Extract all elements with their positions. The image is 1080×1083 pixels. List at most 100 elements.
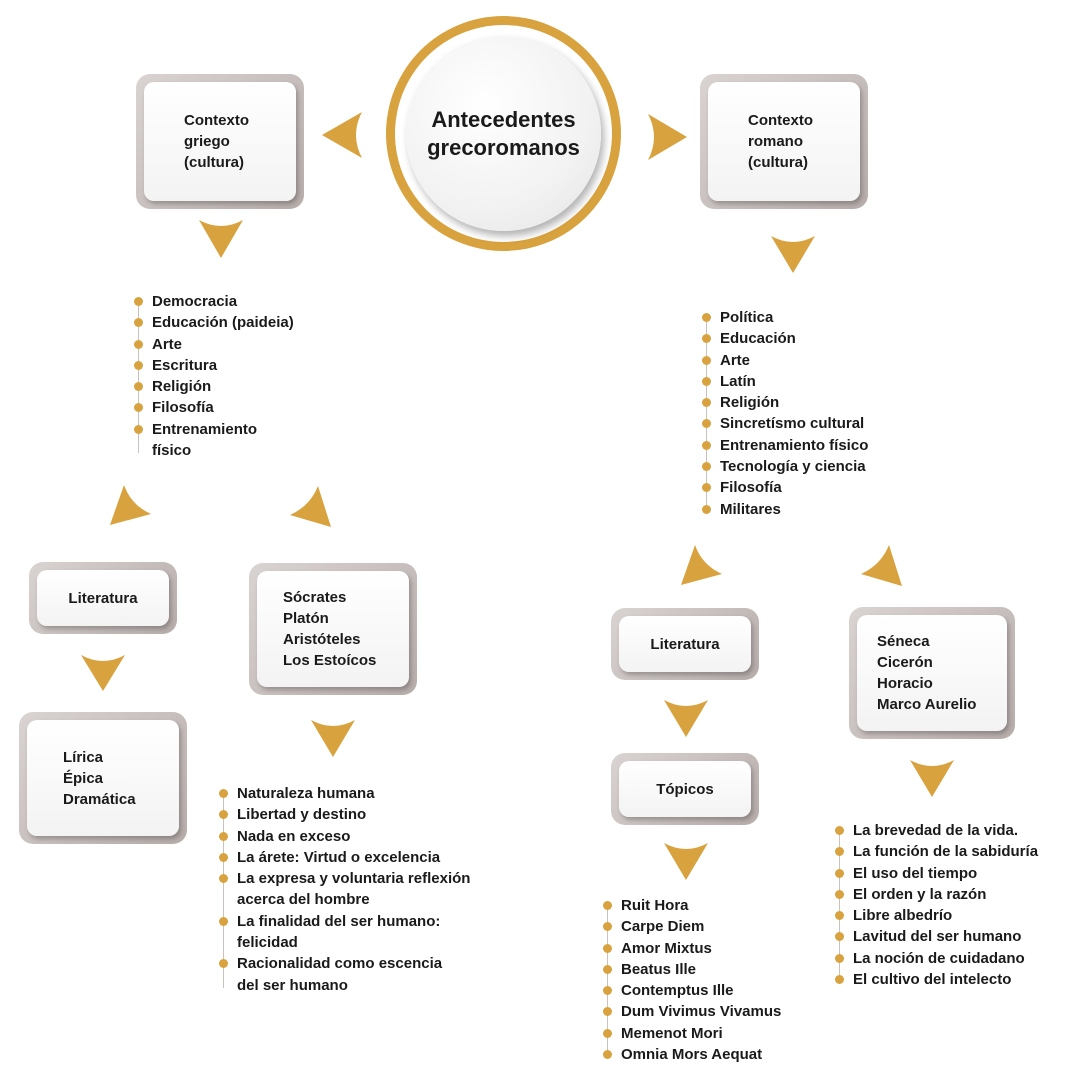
list-item: El cultivo del intelecto [835,969,1038,990]
bullet-dot-icon [219,852,228,862]
list-item-text: Sincretísmo cultural [720,415,865,433]
bullet-dot-icon [134,403,143,413]
list-item: Arte [702,350,868,371]
list-item-text: Religión [720,394,780,412]
list-item-text: acerca del hombre [237,891,370,909]
bullet-dot-icon [603,986,612,996]
list-item: Contemptus Ille [603,980,781,1001]
bullet-dot-icon [134,424,143,434]
list-item: Política [702,307,868,328]
list-item: Entrenamiento físico [702,435,868,456]
list-item-text: Religión [152,378,212,396]
list-item: Militares [702,499,868,520]
genre-name: Dramática [63,790,136,808]
list-item: Filosofía [702,477,868,498]
bullet-dot-icon [702,355,711,365]
bullet-dot-icon [603,964,612,974]
bullet-dot-icon [603,922,612,932]
arrow-down-icon [910,760,954,797]
list-item-text: La árete: Virtud o excelencia [237,848,441,866]
list-item: Escritura [134,355,294,376]
list-item: Dum Vivimus Vivamus [603,1001,781,1022]
arrow-left-icon [322,112,362,158]
list-item-text: Política [720,309,774,326]
greek-philosophy-topics-list: Naturaleza humana Libertad y destino Nad… [219,783,470,996]
list-item-text: Contemptus Ille [621,982,734,1000]
greek-context-box: Contexto griego (cultura) [136,74,304,209]
list-item: Beatus Ille [603,959,781,980]
list-item: Religión [702,392,868,413]
list-item-text: La brevedad de la vida. [853,822,1019,839]
topicos-list: Ruit Hora Carpe Diem Amor Mixtus Beatus … [603,895,781,1065]
arrow-down-right-icon [290,486,331,527]
bullet-dot-icon [702,504,711,514]
arrow-down-icon [199,220,243,258]
bullet-dot-icon [603,901,612,910]
list-item-text: La finalidad del ser humano: [237,912,441,930]
philosopher-name: Horacio [877,675,933,692]
roman-philosophers-box: Séneca Cicerón Horacio Marco Aurelio [849,607,1015,739]
roman-literatura-box: Literatura [611,608,759,680]
arrow-down-icon [771,236,815,273]
bullet-dot-icon [702,462,711,472]
list-item: Nada en exceso [219,826,470,847]
list-item: Memenot Mori [603,1023,781,1044]
list-item: El uso del tiempo [835,863,1038,884]
list-item: La expresa y voluntaria reflexión acerca … [219,868,470,911]
list-item-text: Arte [720,351,751,369]
bullet-dot-icon [134,318,143,328]
list-item: Libertad y destino [219,804,470,825]
list-item: La brevedad de la vida. [835,820,1038,841]
list-item-text: La expresa y voluntaria reflexión [237,870,471,888]
list-item-text: El uso del tiempo [853,864,978,882]
list-item-text: Educación (paideia) [152,314,294,332]
roman-context-line: (cultura) [748,154,808,171]
roman-context-box: Contexto romano (cultura) [700,74,868,209]
list-item: Democracia [134,291,294,312]
bullet-dot-icon [702,334,711,344]
bullet-dot-icon [835,847,844,857]
list-item-text: Nada en exceso [237,827,351,845]
list-item: Amor Mixtus [603,938,781,959]
arrow-down-icon [664,843,708,880]
bullet-dot-icon [603,943,612,953]
list-item: La árete: Virtud o excelencia [219,847,470,868]
list-item: El orden y la razón [835,884,1038,905]
bullet-dot-icon [835,911,844,921]
list-item: Tecnología y ciencia [702,456,868,477]
topicos-box: Tópicos [611,753,759,825]
central-topic-line-2: grecoromanos [427,134,580,160]
list-item: Arte [134,334,294,355]
list-item-text: Naturaleza humana [237,785,375,802]
central-topic-line-1: Antecedentes [431,106,576,132]
list-item: Naturaleza humana [219,783,470,804]
list-item-text: El cultivo del intelecto [853,971,1012,989]
list-item: Entrenamiento físico [134,419,294,462]
list-item-text: Lavitud del ser humano [853,928,1022,946]
list-item: Sincretísmo cultural [702,413,868,434]
list-item-text: Libre albedrío [853,907,953,925]
bullet-dot-icon [835,868,844,878]
philosopher-name: Sócrates [283,589,347,606]
bullet-dot-icon [219,874,228,884]
roman-literatura-label: Literatura [650,635,720,653]
arrow-down-right-icon [861,545,902,586]
central-topic-circle: Antecedentes grecoromanos [386,16,621,251]
list-item-text: Memenot Mori [621,1024,723,1042]
list-item: Filosofía [134,397,294,418]
roman-philosophy-themes-list: La brevedad de la vida. La función de la… [835,820,1038,990]
bullet-dot-icon [835,826,844,835]
list-item-text: Omnia Mors Aequat [621,1046,763,1064]
philosopher-name: Cicerón [877,654,933,671]
list-item: Carpe Diem [603,916,781,937]
arrow-right-icon [648,114,687,160]
genre-name: Lírica [63,748,104,766]
philosopher-name: Séneca [877,633,930,650]
list-item-text: físico [152,442,192,460]
list-item-text: Entrenamiento [152,420,258,438]
list-item-text: Carpe Diem [621,918,705,936]
greek-context-line: griego [184,133,230,150]
list-item-text: Democracia [152,293,238,310]
list-item: Latín [702,371,868,392]
